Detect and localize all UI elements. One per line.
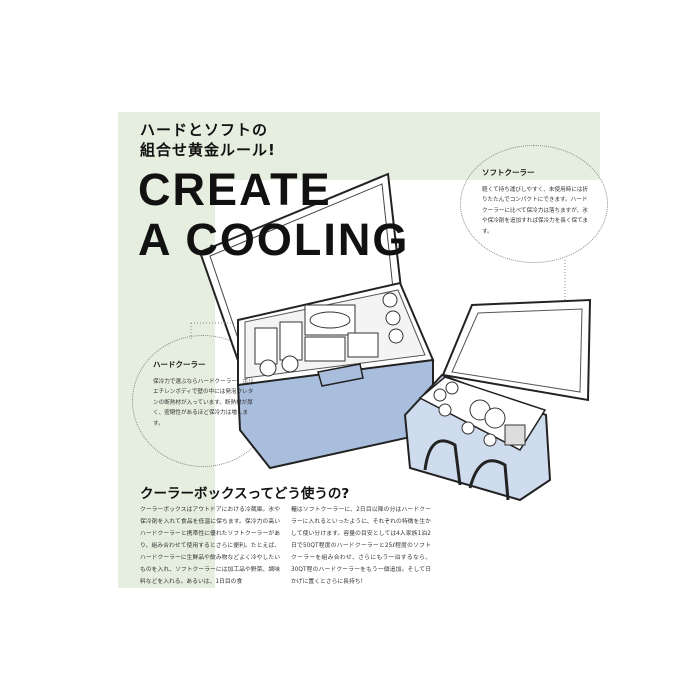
subtitle: ハードとソフトの 組合せ黄金ルール! [140,120,276,160]
hard-cooler-text: 保冷力で選ぶならハードクーラー。ポリエチレンボディで壁の中には発泡ウレタンの断熱… [153,378,254,427]
headline: CREATE A COOLING [138,165,409,265]
subtitle-line-1: ハードとソフトの [140,121,269,139]
article-column-2: 糧はソフトクーラーに、2日目以降の分はハードクーラーに入れるといったように、それ… [291,507,431,585]
soft-cooler-callout-circle [460,145,608,263]
hard-cooler-title: ハードクーラー [153,360,206,369]
headline-line-1: CREATE [138,164,332,215]
article-title: クーラーボックスってどう使うの? [140,486,350,502]
soft-cooler-text: 軽くて持ち運びしやすく、未使用時には折りたたんでコンパクトにできます。ハードクー… [482,186,589,235]
soft-cooler-note: ソフトクーラー 軽くて持ち運びしやすく、未使用時には折りたたんでコンパクトにでき… [482,168,592,237]
subtitle-line-2: 組合せ黄金ルール! [140,141,276,159]
article-column-1: クーラーボックスはアウトドアにおける冷蔵庫。氷や保冷剤を入れて食品を低温に保ちま… [140,507,280,585]
hard-cooler-note: ハードクーラー 保冷力で選ぶならハードクーラー。ポリエチレンボディで壁の中には発… [153,360,258,429]
headline-line-2: A COOLING [138,214,410,265]
soft-cooler-title: ソフトクーラー [482,168,535,177]
soft-cooler-lid [441,298,592,402]
